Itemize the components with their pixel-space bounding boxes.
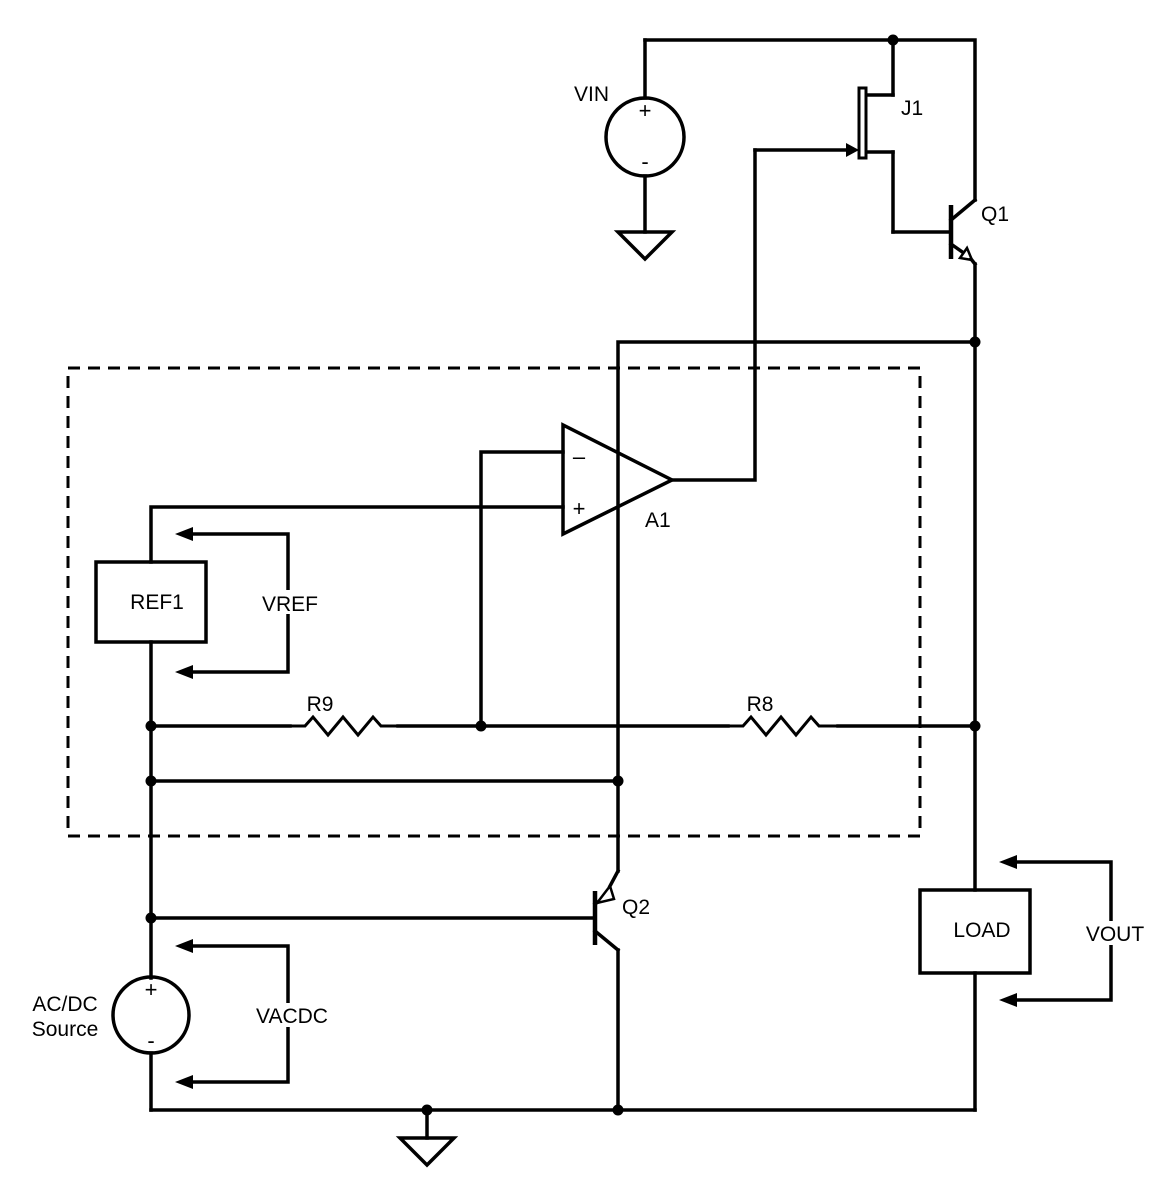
a1-supply-wire [616, 340, 977, 873]
vacdc-indicator: VACDC [175, 939, 328, 1089]
load-block: LOAD [918, 888, 1032, 975]
q2-label: Q2 [622, 896, 650, 919]
dashed-enclosure [66, 366, 922, 838]
ground-symbol [395, 1108, 459, 1168]
vout-label: VOUT [1086, 923, 1145, 946]
a1-output-wire [670, 148, 757, 482]
j1-jfet: J1 [753, 38, 923, 234]
vref-indicator: VREF [175, 527, 318, 679]
q2-transistor: Q2 [149, 883, 650, 1112]
q1-label: Q1 [981, 203, 1009, 226]
load-label: LOAD [953, 919, 1010, 942]
ref1-block: REF1 [94, 560, 208, 644]
vin-source: + - VIN [574, 38, 686, 262]
acdc-minus-sign: - [147, 1028, 154, 1053]
acdc-label-line1: AC/DC [32, 993, 97, 1016]
ref1-label: REF1 [130, 591, 184, 614]
acdc-source: + - AC/DC Source [32, 975, 191, 1112]
vref-label: VREF [262, 593, 318, 616]
a1-noninverting-sign: + [573, 496, 586, 521]
vout-indicator: VOUT [999, 855, 1146, 1007]
a1-inverting-wire [479, 450, 565, 728]
r9-label: R9 [307, 693, 334, 716]
a1-inverting-sign: – [573, 444, 586, 469]
a1-opamp: – + A1 [561, 422, 676, 537]
r9-resistor: R9 [290, 693, 398, 738]
acdc-label-line2: Source [32, 1018, 99, 1041]
a1-noninverting-wire [149, 505, 565, 564]
r8-label: R8 [747, 693, 774, 716]
vacdc-label: VACDC [256, 1005, 328, 1028]
r8-resistor: R8 [728, 693, 838, 738]
q1-transistor: Q1 [891, 197, 1009, 267]
top-rail-wire [643, 38, 977, 202]
q2-collector-junction [612, 1104, 624, 1116]
vin-minus-sign: - [641, 149, 648, 174]
vin-plus-sign: + [639, 98, 652, 123]
a1-label: A1 [645, 509, 671, 532]
acdc-plus-sign: + [145, 977, 158, 1002]
j1-label: J1 [901, 97, 923, 120]
vin-label: VIN [574, 83, 609, 106]
